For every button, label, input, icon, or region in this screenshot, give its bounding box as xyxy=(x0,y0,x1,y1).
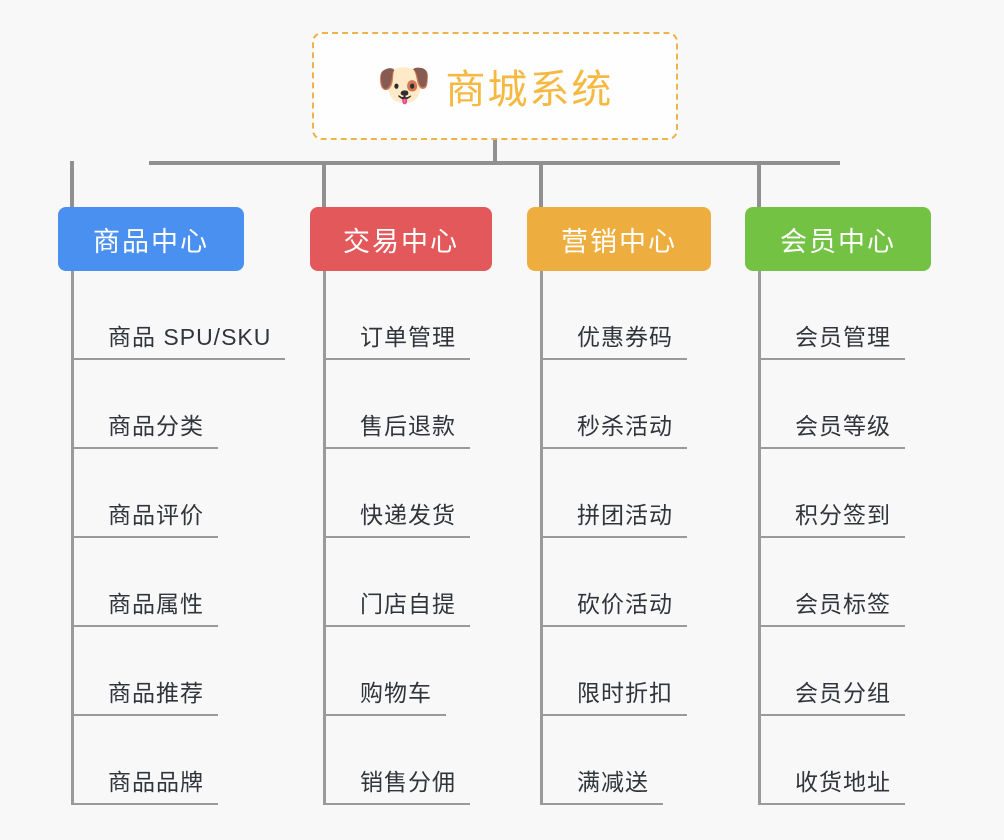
leaf-item[interactable]: 购物车 xyxy=(326,627,446,716)
leaf-item-label: 会员等级 xyxy=(761,407,905,449)
leaf-item-label: 商品推荐 xyxy=(74,674,218,716)
leaf-item-label: 会员管理 xyxy=(761,318,905,360)
column-spine xyxy=(71,271,74,805)
leaf-item[interactable]: 商品评价 xyxy=(74,449,218,538)
column-spine xyxy=(323,271,326,805)
leaf-item[interactable]: 商品分类 xyxy=(74,360,218,449)
column-spine xyxy=(540,271,543,805)
leaf-item-label: 会员标签 xyxy=(761,585,905,627)
connector-root-stem xyxy=(493,140,497,164)
leaf-item-label: 限时折扣 xyxy=(543,674,687,716)
leaf-item[interactable]: 销售分佣 xyxy=(326,716,470,805)
leaf-item[interactable]: 会员标签 xyxy=(761,538,905,627)
leaf-item-label: 商品分类 xyxy=(74,407,218,449)
connector-drop-2 xyxy=(322,161,326,207)
leaf-item-label: 商品品牌 xyxy=(74,763,218,805)
leaf-item-label: 优惠券码 xyxy=(543,318,687,360)
leaf-item[interactable]: 收货地址 xyxy=(761,716,905,805)
category-header-4[interactable]: 会员中心 xyxy=(745,207,931,271)
leaf-item[interactable]: 会员管理 xyxy=(761,271,905,360)
leaf-item-label: 商品属性 xyxy=(74,585,218,627)
column-spine xyxy=(758,271,761,805)
connector-drop-4 xyxy=(757,161,761,207)
connector-drop-1 xyxy=(70,161,74,207)
leaf-item-label: 门店自提 xyxy=(326,585,470,627)
leaf-item[interactable]: 会员等级 xyxy=(761,360,905,449)
leaf-item[interactable]: 门店自提 xyxy=(326,538,470,627)
leaf-item[interactable]: 积分签到 xyxy=(761,449,905,538)
category-header-label: 商品中心 xyxy=(93,226,209,257)
leaf-item-label: 购物车 xyxy=(326,674,446,716)
leaf-item-label: 快递发货 xyxy=(326,496,470,538)
root-node[interactable]: 🐶 商城系统 xyxy=(312,32,678,140)
leaf-item[interactable]: 快递发货 xyxy=(326,449,470,538)
leaf-item[interactable]: 商品 SPU/SKU xyxy=(74,271,286,360)
leaf-item[interactable]: 砍价活动 xyxy=(543,538,687,627)
category-header-label: 交易中心 xyxy=(343,226,459,257)
leaf-item-label: 拼团活动 xyxy=(543,496,687,538)
leaf-item-label: 收货地址 xyxy=(761,763,905,805)
leaf-item-label: 满减送 xyxy=(543,763,663,805)
leaf-item-label: 会员分组 xyxy=(761,674,905,716)
leaf-item[interactable]: 优惠券码 xyxy=(543,271,687,360)
leaf-item-label: 商品评价 xyxy=(74,496,218,538)
leaf-item[interactable]: 订单管理 xyxy=(326,271,470,360)
leaf-item[interactable]: 拼团活动 xyxy=(543,449,687,538)
category-header-2[interactable]: 交易中心 xyxy=(310,207,492,271)
leaf-item-label: 积分签到 xyxy=(761,496,905,538)
leaf-item[interactable]: 秒杀活动 xyxy=(543,360,687,449)
connector-drop-3 xyxy=(539,161,543,207)
connector-horizontal-bus xyxy=(149,161,840,165)
leaf-item[interactable]: 会员分组 xyxy=(761,627,905,716)
category-header-1[interactable]: 商品中心 xyxy=(58,207,244,271)
leaf-item-label: 秒杀活动 xyxy=(543,407,687,449)
leaf-item-label: 销售分佣 xyxy=(326,763,470,805)
leaf-item[interactable]: 售后退款 xyxy=(326,360,470,449)
category-header-3[interactable]: 营销中心 xyxy=(527,207,711,271)
leaf-item-label: 订单管理 xyxy=(326,318,470,360)
leaf-item[interactable]: 商品品牌 xyxy=(74,716,218,805)
leaf-item[interactable]: 满减送 xyxy=(543,716,663,805)
category-header-label: 营销中心 xyxy=(561,226,677,257)
leaf-item-label: 砍价活动 xyxy=(543,585,687,627)
root-node-label: 商城系统 xyxy=(445,68,614,112)
leaf-item[interactable]: 商品推荐 xyxy=(74,627,218,716)
leaf-item-label: 商品 SPU/SKU xyxy=(74,318,286,360)
dog-face-icon: 🐶 xyxy=(376,61,432,110)
category-header-label: 会员中心 xyxy=(780,226,896,257)
leaf-item[interactable]: 商品属性 xyxy=(74,538,218,627)
leaf-item-label: 售后退款 xyxy=(326,407,470,449)
leaf-item[interactable]: 限时折扣 xyxy=(543,627,687,716)
